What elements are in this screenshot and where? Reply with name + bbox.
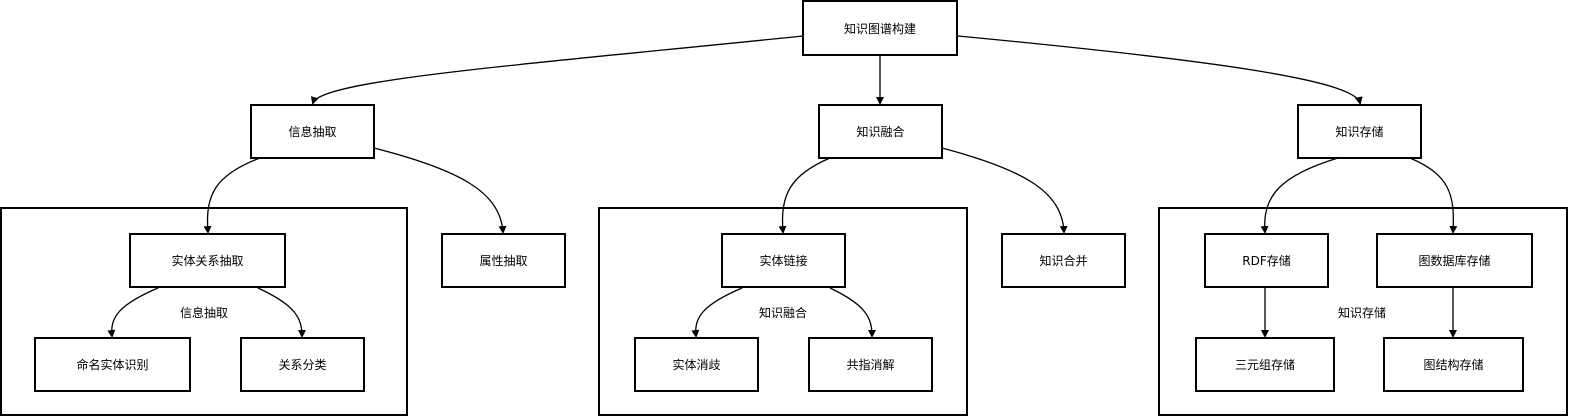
node-relation-classification[interactable]: 关系分类	[240, 337, 365, 392]
edge-info-extract-entity-relation	[203, 157, 261, 234]
node-entity-disambiguation[interactable]: 实体消歧	[634, 337, 759, 392]
group-label-knowledge-fusion: 知识融合	[758, 306, 808, 320]
node-knowledge-merge[interactable]: 知识合并	[1001, 233, 1126, 288]
node-triple-storage[interactable]: 三元组存储	[1195, 337, 1335, 392]
node-rdf-storage[interactable]: RDF存储	[1204, 233, 1329, 288]
edge-info-extract-attribute	[373, 147, 507, 234]
node-knowledge-graph-construction[interactable]: 知识图谱构建	[802, 0, 958, 56]
edge-root-knowledge-storage	[957, 35, 1363, 105]
node-graph-structure-storage[interactable]: 图结构存储	[1383, 337, 1524, 392]
edge-root-info-extract	[310, 35, 804, 105]
node-information-extraction[interactable]: 信息抽取	[250, 104, 375, 159]
group-knowledge-storage	[1158, 207, 1568, 416]
edge-fusion-knowledge-merge	[941, 147, 1068, 234]
edge-linking-coreference	[829, 287, 876, 338]
edge-fusion-entity-linking	[778, 157, 831, 234]
node-coreference-resolution[interactable]: 共指消解	[808, 337, 933, 392]
node-entity-linking[interactable]: 实体链接	[721, 233, 846, 288]
node-entity-relation-extraction[interactable]: 实体关系抽取	[129, 233, 286, 288]
edge-storage-rdf	[1260, 157, 1339, 234]
node-attribute-extraction[interactable]: 属性抽取	[441, 233, 566, 288]
node-named-entity-recognition[interactable]: 命名实体识别	[34, 337, 191, 392]
group-label-info-extraction: 信息抽取	[179, 306, 229, 320]
edge-storage-graphdb	[1409, 157, 1458, 234]
group-info-extraction	[0, 207, 408, 416]
group-label-knowledge-storage: 知识存储	[1337, 306, 1387, 320]
edge-linking-disambiguation	[691, 287, 743, 338]
node-graph-database-storage[interactable]: 图数据库存储	[1376, 233, 1533, 288]
edge-entity-relation-classify	[257, 287, 306, 338]
node-knowledge-fusion[interactable]: 知识融合	[818, 104, 943, 159]
edge-entity-relation-ner	[107, 287, 159, 338]
node-knowledge-storage[interactable]: 知识存储	[1297, 104, 1422, 159]
